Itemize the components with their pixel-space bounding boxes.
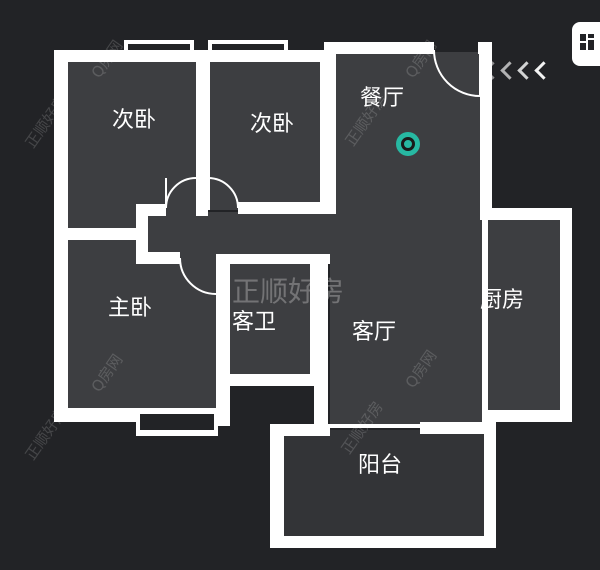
location-marker-icon[interactable] (396, 132, 420, 156)
room-label-bathroom: 客卫 (232, 310, 277, 335)
room-floor-kitchen (488, 216, 564, 416)
room-floor-master (68, 240, 222, 412)
window (136, 408, 218, 436)
wall (270, 536, 496, 548)
entrance-door-arc (433, 49, 481, 97)
room-label-dining: 餐厅 (360, 86, 405, 111)
wall (480, 208, 572, 220)
wall (320, 54, 336, 214)
wall (484, 410, 572, 422)
bedroom-2-door-arc (207, 177, 239, 209)
room-label-balcony: 阳台 (358, 453, 403, 478)
wall (136, 204, 148, 262)
wall (420, 422, 496, 434)
wall (482, 210, 488, 422)
room-label-bedroom-2: 次卧 (250, 112, 295, 137)
room-label-living: 客厅 (352, 320, 397, 345)
window (208, 40, 288, 62)
room-floor-bathroom (226, 262, 316, 380)
window (124, 40, 194, 62)
wall (480, 96, 492, 220)
wall (310, 254, 328, 384)
wall (484, 420, 496, 548)
wall (238, 202, 336, 214)
wall (284, 50, 326, 62)
room-label-kitchen: 厨房 (480, 288, 525, 313)
wall (324, 42, 434, 54)
wall (226, 374, 318, 386)
wall (560, 208, 572, 422)
wall (216, 254, 330, 264)
wall (196, 200, 208, 216)
wall (330, 424, 420, 428)
wall (136, 252, 180, 264)
room-label-master: 主卧 (108, 296, 153, 321)
wall (54, 50, 126, 62)
wall (314, 378, 328, 430)
floorplan-toggle-button[interactable] (572, 22, 600, 66)
wall (54, 408, 138, 422)
room-floor-bedroom-1 (68, 62, 198, 230)
room-label-bedroom-1: 次卧 (112, 108, 157, 133)
floorplan-toggle-icon (580, 34, 594, 50)
watermark-center: 正顺好房 (232, 275, 345, 308)
master-door-arc (179, 257, 217, 295)
wall (54, 228, 138, 240)
bedroom-1-door-arc (165, 177, 197, 209)
entrance-arrows-icon (483, 61, 553, 80)
room-floor-balcony (282, 430, 490, 540)
wall (270, 424, 284, 548)
wall (270, 424, 330, 436)
wall (196, 50, 210, 210)
wall (480, 42, 492, 100)
room-floor-living (330, 210, 484, 424)
